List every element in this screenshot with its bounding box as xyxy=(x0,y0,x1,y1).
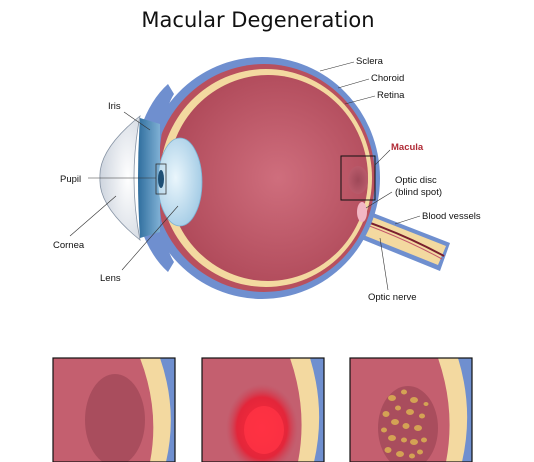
vitreous-body xyxy=(168,75,368,281)
label-retina: Retina xyxy=(377,90,405,101)
optic-disc-shape xyxy=(357,202,367,222)
macula-zoom-box xyxy=(340,155,376,201)
label-optic-nerve: Optic nerve xyxy=(368,292,417,303)
label-iris: Iris xyxy=(108,101,121,112)
label-optic-disc: Optic disc xyxy=(395,175,437,186)
diagram-title: Macular Degeneration xyxy=(141,8,374,32)
panel-normal-macula xyxy=(53,358,175,462)
leader-lines xyxy=(69,61,421,291)
panel-dry-macula xyxy=(350,358,472,462)
drusen-deposits xyxy=(381,389,429,459)
eye-cross-section xyxy=(99,57,450,299)
panel-wet-macula xyxy=(202,358,324,462)
label-cornea: Cornea xyxy=(53,240,85,251)
macula-normal-spot xyxy=(85,374,145,462)
macula-spot xyxy=(348,166,368,194)
label-pupil: Pupil xyxy=(60,174,81,185)
label-optic-disc-note: (blind spot) xyxy=(395,187,442,198)
label-blood-vessels: Blood vessels xyxy=(422,211,481,222)
label-macula: Macula xyxy=(391,142,424,153)
label-choroid: Choroid xyxy=(371,73,404,84)
label-lens: Lens xyxy=(100,273,121,284)
pupil-marker xyxy=(155,163,167,195)
label-sclera: Sclera xyxy=(356,56,384,67)
lens-shape xyxy=(157,137,203,227)
pupil-shape xyxy=(158,170,164,188)
